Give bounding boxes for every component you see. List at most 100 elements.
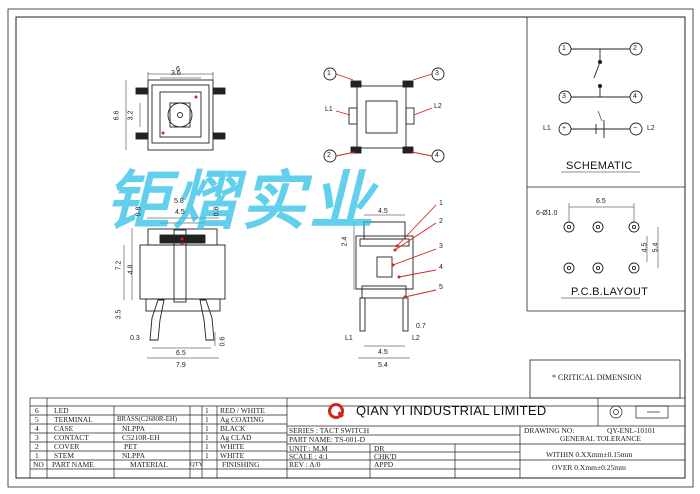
bom-fin-4: BLACK [220,424,246,433]
top-dim-3-6: 3.6 [171,70,181,77]
pcb-dim-h1: 4.5 [641,242,649,253]
tb-scale: SCALE : 4:1 [289,452,329,461]
bom-header-finishing: FINISHING [222,460,260,469]
bom-header-qty: QTY [190,461,204,468]
pcb-dim-h2: 5.4 [652,242,660,253]
pinout-2: 2 [327,152,331,159]
tb-dr: DR [374,444,385,453]
top-view [125,72,226,151]
bom-part-5: TERMINAL [54,415,93,424]
bom-part-3: CONTACT [54,433,89,442]
bom-fin-2: WHITE [220,442,245,451]
front-dim-7-2: 7.2 [115,260,123,271]
pinout-l1: L1 [325,106,333,113]
bottom-tables [29,397,686,479]
outer-frame [7,8,694,488]
bom-part-1: STEM [54,451,75,460]
tb-drawing-no: QY-ENL-10101 [607,426,656,435]
bom-mat-2: PET [124,442,138,451]
tb-tol2: OVER 0.Xmm±0.25mm [552,463,626,472]
callout-4: 4 [439,264,443,271]
bom-mat-3: C5210R-EH [122,433,160,442]
front-dim-7-9: 7.9 [176,362,186,369]
schematic-plus: + [562,125,567,132]
side-view [353,204,437,359]
schematic-l1: L1 [543,125,551,132]
side-dim-4-5-bottom: 4.5 [378,349,388,356]
tb-series: SERIES : TACT SWITCH [289,426,370,435]
tb-drawing-no-label: DRAWING NO: [524,426,575,435]
top-dim-6: 6 [176,66,180,73]
bom-no-1: 1 [35,451,39,460]
side-dim-2-4: 2.4 [341,236,349,247]
pinout-l2: L2 [434,103,442,110]
schematic-pin-1: 1 [562,45,566,52]
pinout-4: 4 [435,152,439,159]
front-dim-4-8: 4.8 [127,264,135,275]
pcb-dim-holes: 6-Ø1.0 [536,210,558,217]
front-dim-0-8a: 0.8 [135,206,143,217]
schematic-title: SCHEMATIC [566,160,633,172]
tb-chkd: CHK'D [374,452,397,461]
tb-general-tolerance: GENERAL TOLERANCE [560,434,641,443]
callout-2: 2 [439,218,443,225]
tb-part-name: PART NAME: TS-001-D [289,435,366,444]
bom-no-4: 4 [35,424,39,433]
side-dim-5-4: 5.4 [378,362,388,369]
company-name: QIAN YI INDUSTRIAL LIMITED [356,403,547,418]
front-view [123,217,226,359]
callout-5: 5 [439,284,443,291]
tb-tol1: WITHIN 0.XXmm±0.15mm [546,450,633,459]
bom-no-3: 3 [35,433,39,442]
callout-3: 3 [439,243,443,250]
pinout-3: 3 [435,70,439,77]
pcb-dim-pitch: 6.5 [596,198,606,205]
bom-no-2: 2 [35,442,39,451]
pcb-layout [561,203,659,299]
bom-no-6: 6 [35,406,39,415]
bom-part-4: CASE [54,424,74,433]
schematic-minus: − [633,125,638,132]
tb-unit: UNIT : M.M [289,444,328,453]
callout-1: 1 [439,200,443,207]
bom-qty-6: 1 [205,406,209,415]
side-dim-4-5-top: 4.5 [378,208,388,215]
side-l2: L2 [412,335,420,342]
pinout-view [323,67,445,163]
bom-header-no: NO [33,460,44,469]
front-dim-4-5: 4.5 [175,209,185,216]
bom-fin-1: WHITE [220,451,245,460]
top-dim-3-2: 3.2 [127,110,135,121]
pinout-1: 1 [327,70,331,77]
bom-qty-4: 1 [205,424,209,433]
bom-mat-1: NLPPA [122,451,146,460]
schematic-pin-3: 3 [562,93,566,100]
bom-mat-5: BRASS(C2680R-EH) [117,416,178,423]
front-dim-5-8: 5.8 [174,198,184,205]
schematic-l2: L2 [647,125,655,132]
company-logo [328,403,344,419]
schematic-pin-4: 4 [633,93,637,100]
top-dim-6-6: 6.6 [113,110,121,121]
watermark: 钜熠实业 [101,165,392,239]
bom-qty-2: 1 [205,442,209,451]
schematic [558,42,643,173]
bom-qty-5: 1 [205,415,209,424]
bom-part-2: COVER [54,442,80,451]
critical-note: * CRITICAL DIMENSION [552,373,642,382]
schematic-pin-2: 2 [633,45,637,52]
pcb-title: P.C.B.LAYOUT [571,286,649,298]
bom-header-material: MATERIAL [130,460,168,469]
side-l1: L1 [345,335,353,342]
side-dim-0-7: 0.7 [416,323,426,330]
front-dim-6-5: 6.5 [176,350,186,357]
front-dim-0-6: 0.6 [219,336,227,347]
front-dim-0-3: 0.3 [130,335,140,342]
bom-mat-4: NLPPA [122,424,146,433]
bom-header-part: PART NAME [52,460,94,469]
bom-fin-3: Ag CLAD [220,433,252,442]
bom-qty-3: 1 [205,433,209,442]
bom-fin-6: RED / WHITE [220,406,265,415]
front-dim-0-8b: 0.8 [213,206,221,217]
